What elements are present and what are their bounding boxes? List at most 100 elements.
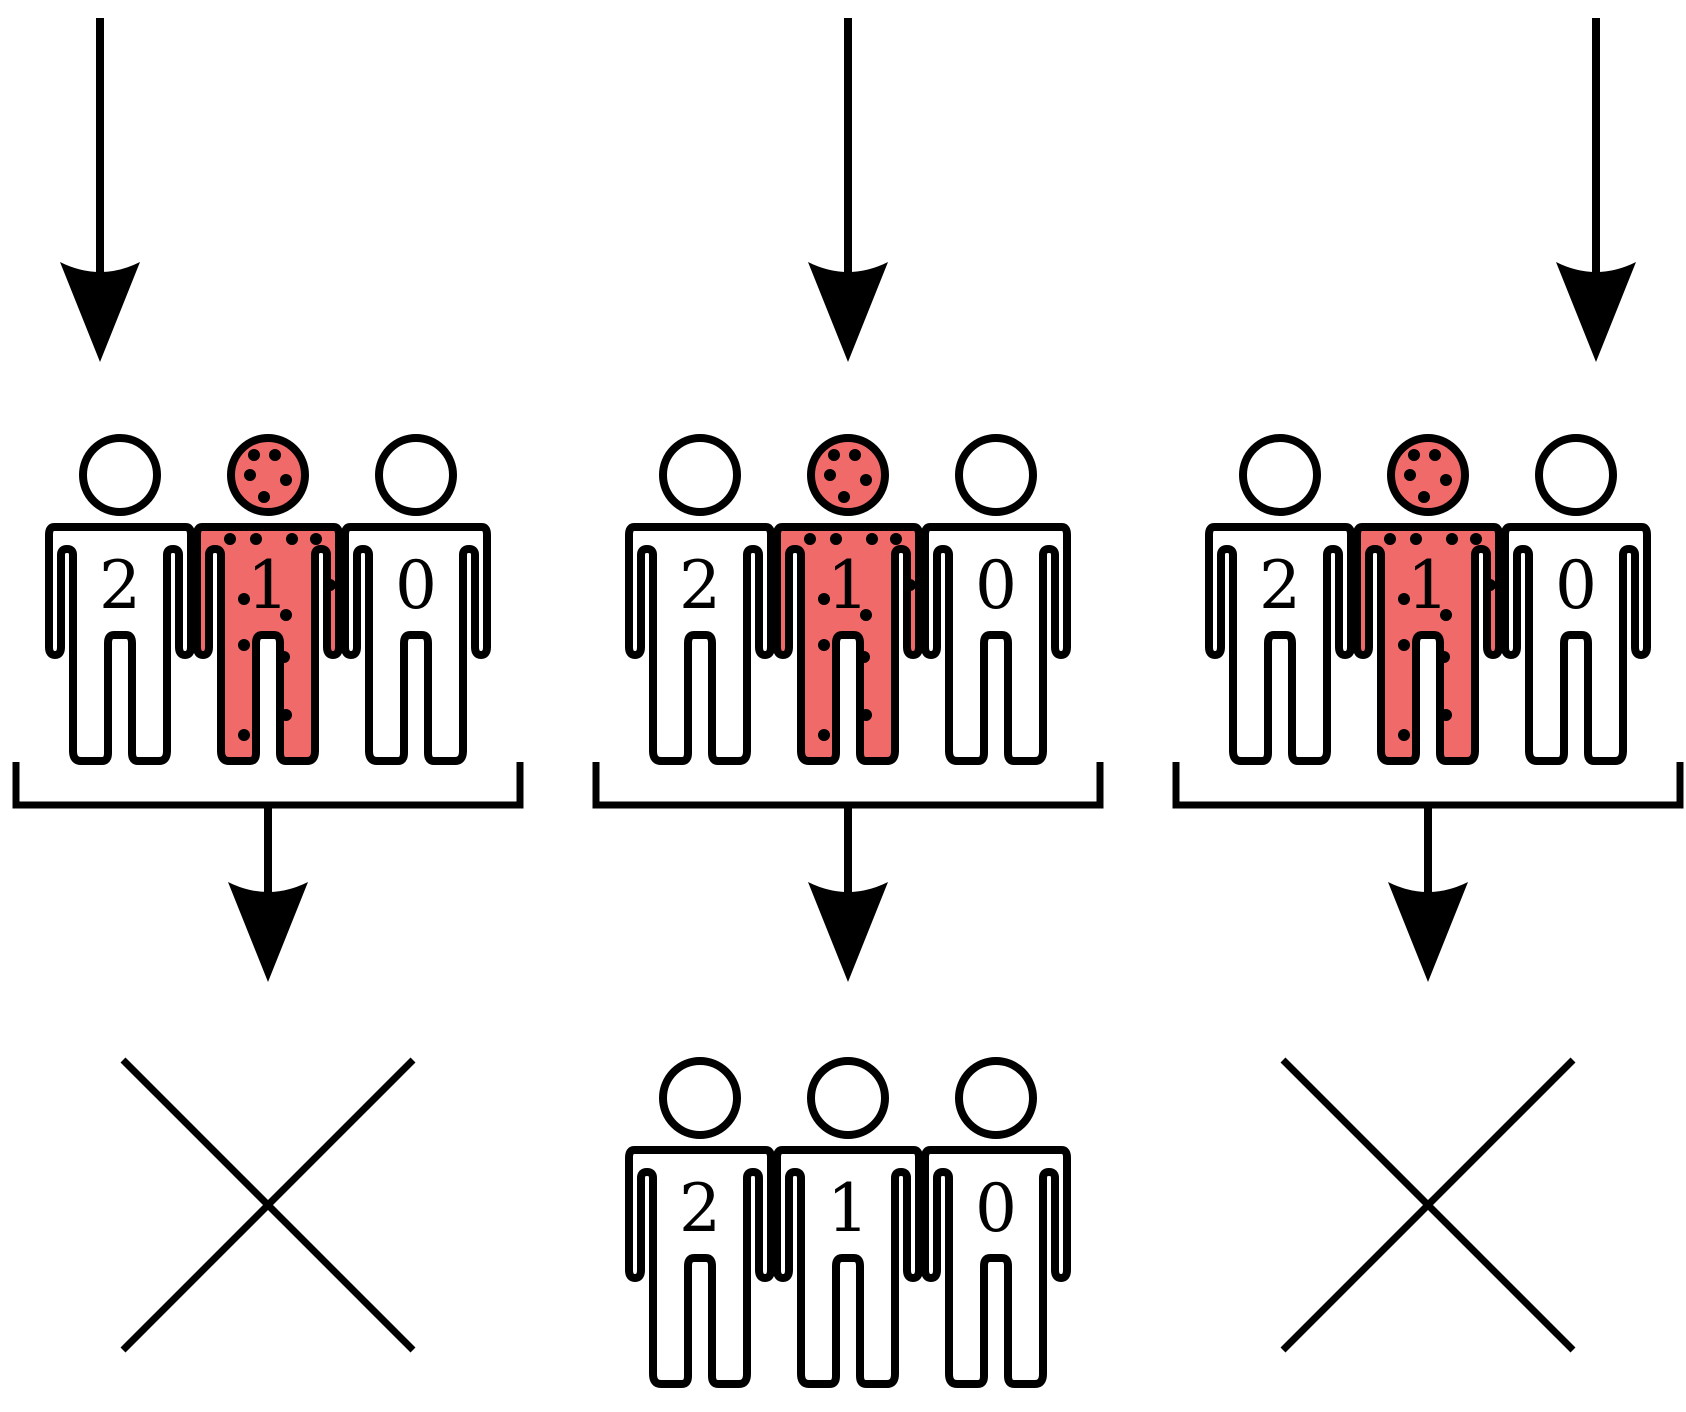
person-label: 2 xyxy=(99,547,141,624)
person-right-2: 2 xyxy=(1205,434,1355,765)
pathogen-dot xyxy=(258,491,270,503)
pathogen-dot xyxy=(280,709,292,721)
pathogen-dot xyxy=(250,533,262,545)
pathogen-dot xyxy=(280,474,292,486)
pathogen-dot xyxy=(278,651,290,663)
person-label: 2 xyxy=(1259,547,1301,624)
input-arrow-center xyxy=(808,18,888,362)
pathogen-dot xyxy=(244,469,256,481)
person-head xyxy=(1535,434,1617,516)
pathogen-dot xyxy=(858,651,870,663)
person-head xyxy=(807,1057,889,1139)
person-head xyxy=(659,434,741,516)
person-body xyxy=(1205,523,1355,765)
pathogen-dot xyxy=(828,449,840,461)
arrow-head xyxy=(808,882,888,982)
pathogen-dot xyxy=(1398,593,1410,605)
person-label: 0 xyxy=(1555,547,1597,624)
bracket-right xyxy=(1172,762,1684,809)
result-person-1: 1 xyxy=(773,1057,923,1388)
person-left-1: 1 xyxy=(193,434,343,765)
output-arrow-center xyxy=(808,805,888,982)
person-head xyxy=(659,1057,741,1139)
person-body xyxy=(921,1146,1071,1388)
person-head xyxy=(955,434,1037,516)
pathogen-dot xyxy=(1440,609,1452,621)
pathogen-dot xyxy=(1470,533,1482,545)
pathogen-dot xyxy=(1398,729,1410,741)
pathogen-dot xyxy=(1404,469,1416,481)
pathogen-dot xyxy=(860,609,872,621)
person-head xyxy=(955,1057,1037,1139)
cross-stroke xyxy=(120,1057,416,1353)
person-label: 0 xyxy=(395,547,437,624)
person-left-0: 0 xyxy=(341,434,491,765)
pathogen-dot xyxy=(804,533,816,545)
pathogen-dot xyxy=(838,491,850,503)
person-label: 1 xyxy=(1407,547,1449,624)
pathogen-dot xyxy=(1446,533,1458,545)
pathogen-dot xyxy=(280,609,292,621)
person-label: 0 xyxy=(975,1170,1017,1247)
pathogen-dot xyxy=(1418,491,1430,503)
pathogen-dot xyxy=(286,533,298,545)
arrow-head xyxy=(1556,262,1636,362)
pathogen-dot xyxy=(238,593,250,605)
person-body xyxy=(1501,523,1651,765)
pathogen-dot xyxy=(248,449,260,461)
pathogen-dot xyxy=(1410,533,1422,545)
pathogen-dot xyxy=(866,533,878,545)
person-label: 2 xyxy=(679,1170,721,1247)
cross-right xyxy=(1280,1057,1576,1353)
output-arrow-right xyxy=(1388,805,1468,982)
pathogen-dot xyxy=(860,709,872,721)
pathogen-dot xyxy=(1484,579,1496,591)
person-label: 1 xyxy=(827,547,869,624)
output-arrow-left xyxy=(228,805,308,982)
result-person-2: 2 xyxy=(625,1057,775,1388)
person-body xyxy=(921,523,1071,765)
arrow-head xyxy=(60,262,140,362)
pathogen-dot xyxy=(818,593,830,605)
person-body xyxy=(773,1146,923,1388)
pathogen-dot xyxy=(269,449,281,461)
pathogen-dot xyxy=(818,729,830,741)
person-body xyxy=(773,523,923,765)
arrow-head xyxy=(808,262,888,362)
input-arrow-left xyxy=(60,18,140,362)
arrow-head xyxy=(228,882,308,982)
pathogen-dot xyxy=(860,474,872,486)
pathogen-dot xyxy=(1438,651,1450,663)
person-center-2: 2 xyxy=(625,434,775,765)
person-center-1: 1 xyxy=(773,434,923,765)
input-arrow-right xyxy=(1556,18,1636,362)
person-left-2: 2 xyxy=(45,434,195,765)
person-body xyxy=(625,523,775,765)
bracket-center xyxy=(592,762,1104,809)
person-body xyxy=(45,523,195,765)
pathogen-dot xyxy=(830,533,842,545)
pathogen-dot xyxy=(890,533,902,545)
pathogen-dot xyxy=(1440,709,1452,721)
pathogen-dot xyxy=(1384,533,1396,545)
person-label: 1 xyxy=(247,547,289,624)
person-center-0: 0 xyxy=(921,434,1071,765)
bracket-left xyxy=(12,762,524,809)
person-label: 2 xyxy=(679,547,721,624)
person-body xyxy=(341,523,491,765)
pathogen-dot xyxy=(824,469,836,481)
pathogen-dot xyxy=(1408,449,1420,461)
person-head xyxy=(375,434,457,516)
person-head xyxy=(79,434,161,516)
pathogen-dot xyxy=(1398,639,1410,651)
cross-left xyxy=(120,1057,416,1353)
arrow-head xyxy=(1388,882,1468,982)
person-body xyxy=(193,523,343,765)
pathogen-dot xyxy=(904,579,916,591)
pathogen-dot xyxy=(324,579,336,591)
pathogen-dot xyxy=(818,639,830,651)
pathogen-dot xyxy=(238,729,250,741)
pathogen-dot xyxy=(238,639,250,651)
person-body xyxy=(1353,523,1503,765)
person-right-0: 0 xyxy=(1501,434,1651,765)
